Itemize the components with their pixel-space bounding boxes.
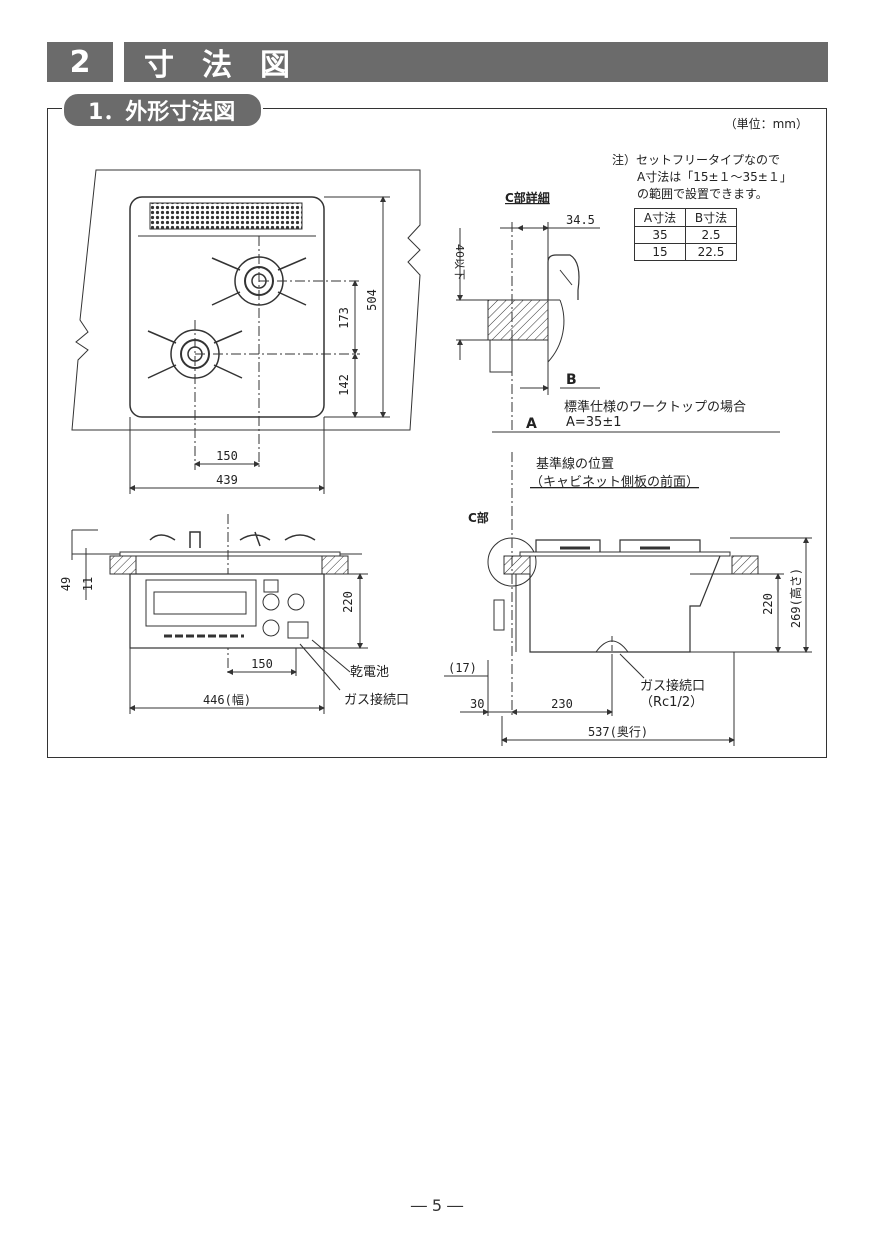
label-battery: 乾電池: [350, 665, 389, 680]
dim-30: 30: [470, 697, 484, 711]
dim-34-5: 34.5: [566, 213, 595, 227]
ab-dimension-table: A寸法 B寸法 35 2.5 15 22.5: [634, 208, 737, 261]
unit-note: （単位：mm）: [725, 116, 808, 131]
label-c-part: C部: [468, 510, 489, 525]
dim-150-front: 150: [251, 657, 273, 671]
label-gas-side-1: ガス接続口: [640, 678, 705, 694]
c-detail-title: C部詳細: [505, 190, 550, 205]
section-number: 2: [47, 42, 113, 82]
note-line-2: A寸法は「15±１～35±１」: [637, 170, 792, 184]
table-cell: 2.5: [685, 226, 737, 244]
dim-49: 49: [59, 577, 73, 591]
dim-173: 173: [337, 307, 351, 329]
label-a: A: [526, 416, 537, 432]
dim-40-or-less: 40以下: [453, 244, 466, 280]
table-row: 15 22.5: [634, 243, 737, 261]
table-row: 35 2.5: [634, 226, 737, 244]
dim-504: 504: [365, 289, 379, 311]
table-cell: 35: [634, 226, 686, 244]
table-header: A寸法: [634, 208, 686, 227]
dim-446-width: 446(幅): [203, 692, 251, 707]
dim-150-top: 150: [216, 449, 238, 463]
table-header-row: A寸法 B寸法: [634, 208, 737, 227]
c-detail: C部詳細 34.5 40以下 B A 標準仕様のワークトップの場合 A=35±1: [453, 190, 780, 433]
worktop-line-1: 標準仕様のワークトップの場合: [564, 399, 746, 415]
dim-220-front: 220: [341, 591, 355, 613]
baseline-line-1: 基準線の位置: [536, 456, 614, 472]
dim-537-depth: 537(奥行): [588, 725, 648, 739]
dim-17: (17): [448, 661, 477, 675]
dim-439: 439: [216, 473, 238, 487]
subsection-title: 1．外形寸法図: [62, 92, 264, 128]
note-line-3: の範囲で設置できます。: [637, 186, 768, 201]
dim-230: 230: [551, 697, 573, 711]
table-cell: 22.5: [685, 243, 737, 261]
label-gas-front: ガス接続口: [344, 692, 409, 708]
baseline-line-2: （キャビネット側板の前面）: [530, 474, 699, 490]
side-view: C部 220 269(高さ) (17) 30 230 ガス接続口 （Rc1/2）: [444, 510, 812, 746]
worktop-line-2: A=35±1: [566, 415, 622, 430]
dim-11: 11: [81, 577, 95, 591]
dim-142: 142: [337, 374, 351, 396]
section-title: 寸法図: [124, 42, 828, 83]
label-gas-side-2: （Rc1/2）: [640, 695, 703, 710]
front-view: 49 11 220 150 446(幅) 乾電池 ガス接続口: [59, 514, 409, 714]
top-view: 504 173 142 150 439: [71, 169, 421, 494]
dim-220-side: 220: [761, 593, 775, 615]
table-cell: 15: [634, 243, 686, 261]
table-header: B寸法: [685, 208, 737, 227]
drawing-frame: [47, 108, 827, 758]
page-number: ― 5 ―: [410, 1196, 464, 1215]
note-line-1: 注）セットフリータイプなので: [612, 152, 780, 167]
dim-269-height: 269(高さ): [788, 568, 803, 628]
label-b: B: [566, 372, 577, 388]
